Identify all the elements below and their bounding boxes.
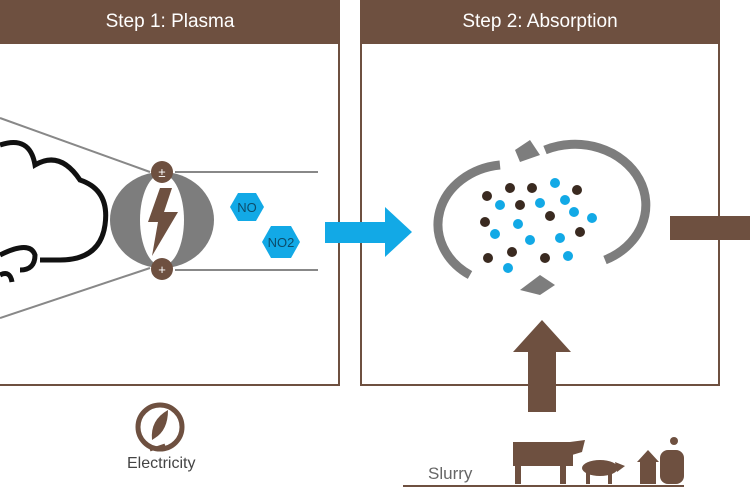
plasma-reactor-icon: ± + bbox=[110, 161, 214, 280]
particles bbox=[480, 178, 597, 273]
slurry-up-arrow bbox=[513, 320, 571, 412]
svg-text:+: + bbox=[158, 262, 166, 277]
svg-text:NO: NO bbox=[237, 200, 257, 215]
blue-arrow bbox=[325, 207, 412, 257]
electrode-top bbox=[151, 161, 173, 183]
electrode-bottom bbox=[151, 258, 173, 280]
no2-molecule: NO2 bbox=[262, 226, 300, 258]
cone-lines bbox=[0, 117, 318, 319]
cow-icon bbox=[513, 440, 585, 484]
barn-icon bbox=[637, 437, 684, 484]
step1-header: Step 1: Plasma bbox=[0, 0, 340, 44]
cloud-wind-icon bbox=[0, 140, 109, 283]
absorption-cycle-icon bbox=[433, 139, 651, 279]
no-molecule: NO bbox=[230, 193, 264, 221]
svg-text:NO2: NO2 bbox=[268, 235, 295, 250]
pig-icon bbox=[582, 460, 625, 484]
step2-header: Step 2: Absorption bbox=[360, 0, 720, 44]
next-step-arrow bbox=[670, 216, 750, 240]
svg-text:±: ± bbox=[158, 165, 165, 180]
electricity-label: Electricity bbox=[127, 455, 196, 472]
slurry-label: Slurry bbox=[428, 464, 473, 483]
electricity-plant-icon bbox=[135, 402, 185, 452]
